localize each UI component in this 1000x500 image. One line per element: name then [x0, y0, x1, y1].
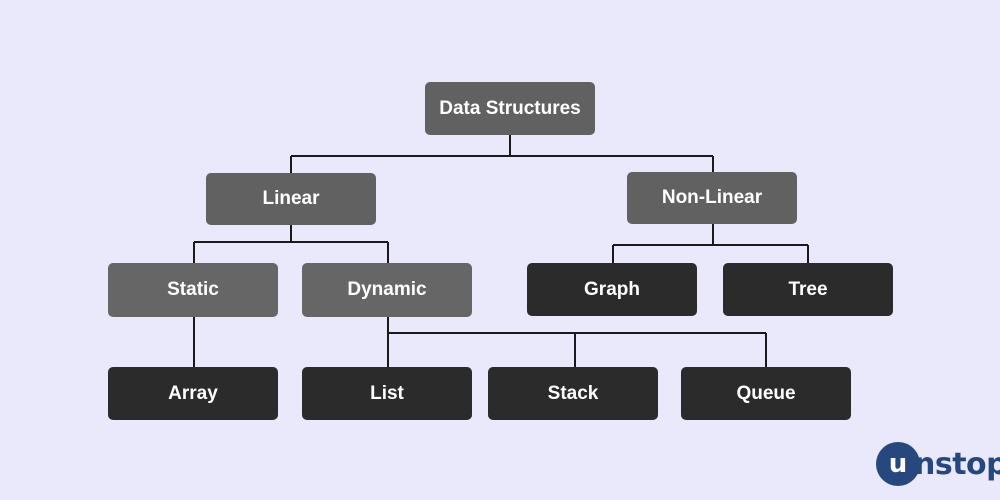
- logo-mark: u: [876, 442, 920, 486]
- node-list: List: [302, 367, 472, 420]
- node-static: Static: [108, 263, 278, 317]
- node-array: Array: [108, 367, 278, 420]
- node-stack: Stack: [488, 367, 658, 420]
- logo-wordmark: nstop: [914, 446, 1000, 482]
- node-tree: Tree: [723, 263, 893, 316]
- node-non-linear: Non-Linear: [627, 172, 797, 224]
- node-dynamic: Dynamic: [302, 263, 472, 317]
- node-queue: Queue: [681, 367, 851, 420]
- unstop-logo: u nstop: [876, 441, 1000, 487]
- node-linear: Linear: [206, 173, 376, 225]
- node-graph: Graph: [527, 263, 697, 316]
- node-data-structures: Data Structures: [425, 82, 595, 135]
